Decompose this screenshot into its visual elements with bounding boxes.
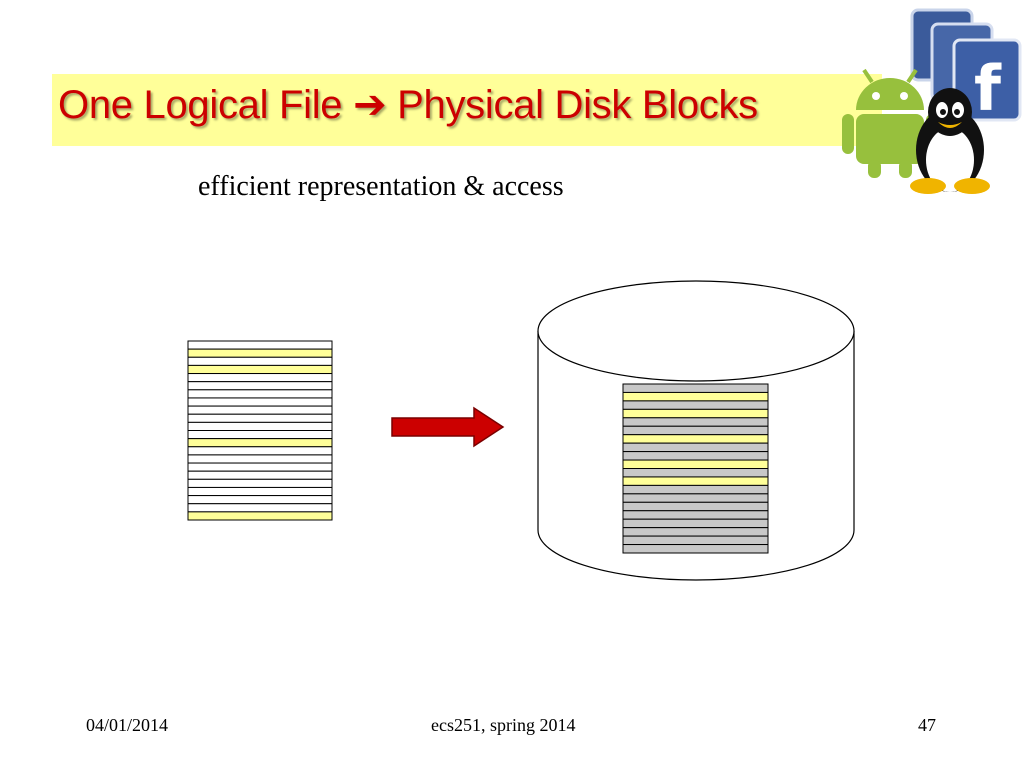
disk-block-13 [622,484,769,495]
mapping-arrow [391,406,505,448]
slide-subtitle: efficient representation & access [198,171,564,202]
file-block-5 [187,373,333,383]
logical-file-blocks [187,340,333,521]
title-banner [52,74,882,146]
file-block-18 [187,478,333,488]
file-block-10 [187,413,333,423]
disk-block-3 [622,400,769,410]
file-block-12 [187,430,333,440]
disk-block-6 [622,425,769,436]
disk-block-20 [622,544,769,554]
file-block-15 [187,454,333,464]
file-block-20 [187,495,333,505]
footer-course: ecs251, spring 2014 [431,715,576,735]
footer-page-number: 47 [918,715,936,735]
logo-cluster: f [842,8,1022,194]
file-block-6 [187,381,333,391]
file-block-1 [187,340,333,350]
footer-date: 04/01/2014 [86,715,169,735]
title-right: Physical Disk Blocks [397,83,758,127]
disk-block-14 [622,493,769,503]
title-arrow-icon: ➔ [353,82,387,128]
svg-text:f: f [974,52,1002,125]
disk-block-15 [622,501,769,512]
file-block-14 [187,446,333,456]
disk-block-12 [622,476,769,486]
file-block-13 [187,438,333,448]
disk-block-8 [622,442,769,453]
disk-block-4 [622,408,769,419]
slide-title: One Logical File ➔ Physical Disk Blocks [58,82,758,128]
file-block-7 [187,389,333,399]
disk-block-18 [622,527,769,537]
disk-block-17 [622,518,769,529]
disk-blocks [622,383,769,554]
title-left: One Logical File [58,83,343,127]
file-block-4 [187,364,333,375]
file-block-11 [187,421,333,432]
file-block-8 [187,397,333,407]
disk-block-7 [622,434,769,444]
disk-block-11 [622,468,769,478]
file-block-17 [187,470,333,480]
file-block-16 [187,462,333,472]
disk-block-1 [622,383,769,393]
file-block-3 [187,356,333,366]
file-block-19 [187,486,333,497]
file-block-22 [187,511,333,521]
file-block-9 [187,405,333,415]
disk-block-19 [622,535,769,546]
linux-tux-icon [910,88,990,194]
disk-block-16 [622,510,769,520]
disk-block-10 [622,459,769,469]
file-block-21 [187,503,333,513]
disk-block-9 [622,451,769,461]
disk-block-5 [622,417,769,427]
file-block-2 [187,348,333,358]
disk-block-2 [622,391,769,402]
facebook-icon: f [910,8,1022,125]
